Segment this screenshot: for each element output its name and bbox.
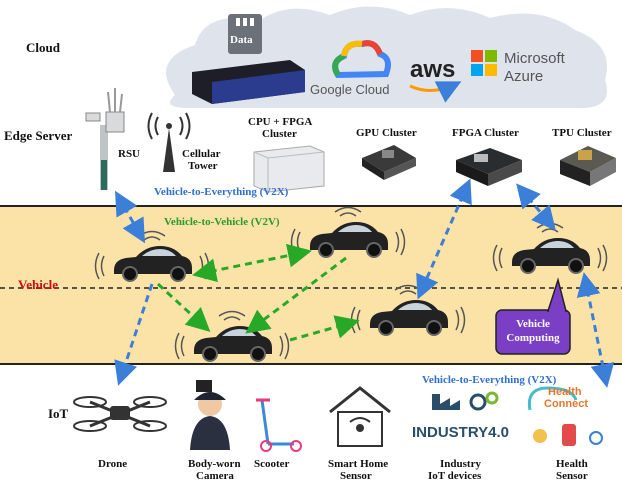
vehicle-computing-line-1: Vehicle [516,318,550,330]
google-cloud-logo-icon [332,40,391,79]
v2x-arrows [114,178,615,388]
data-server-icon [192,14,305,104]
tpu-label: TPU Cluster [552,127,612,139]
cpu-fpga-cluster-icon [253,145,325,193]
vehicle-computing-line-2: Computing [506,332,560,344]
health-sensor-icon [527,386,603,446]
camera-label-2: Camera [196,470,234,482]
body-worn-camera-icon [190,380,230,450]
fpga-label: FPGA Cluster [452,127,519,139]
health-logo-line-2: Connect [544,398,588,410]
scooter-icon [256,398,302,452]
microsoft-logo-icon [471,50,497,76]
smart-home-sensor-icon [329,386,391,447]
aws-smile-icon [409,81,462,103]
rsu-icon [85,88,125,190]
layer-label-edge: Edge Server [4,128,73,143]
cellular-tower-icon [147,112,191,172]
gpu-cluster-icon [362,145,416,180]
aws-label: aws [410,56,456,83]
tpu-cluster-icon [560,146,616,186]
azure-label: Azure [504,68,544,85]
smart-home-label-1: Smart Home [328,458,389,470]
health-label-2: Sensor [556,470,588,482]
industry-label-1: Industry [440,458,481,470]
cpu-fpga-label-2: Cluster [262,128,297,140]
tower-label-1: Cellular [182,148,221,160]
v2x-top-label: Vehicle-to-Everything (V2X) [154,186,289,198]
layer-label-cloud: Cloud [26,40,60,55]
health-label-1: Health [556,458,588,470]
scooter-label: Scooter [254,458,290,470]
industry-logo-text: INDUSTRY4.0 [412,424,509,441]
health-logo-line-1: Health [548,386,582,398]
layer-label-iot: IoT [48,406,69,421]
drone-label: Drone [98,458,128,470]
google-cloud-label: Google Cloud [310,82,390,97]
microsoft-label: Microsoft [504,50,565,67]
tower-label-2: Tower [188,160,218,172]
smart-home-label-2: Sensor [340,470,372,482]
camera-label-1: Body-worn [188,458,241,470]
fpga-cluster-icon [456,148,522,186]
drone-icon [73,396,167,432]
v2v-arrows [156,243,360,342]
rsu-label: RSU [118,148,141,160]
cpu-fpga-label-1: CPU + FPGA [248,116,313,128]
v2x-bottom-label: Vehicle-to-Everything (V2X) [422,374,557,386]
gpu-label: GPU Cluster [356,127,417,139]
layer-label-vehicle: Vehicle [18,277,58,292]
v2v-label: Vehicle-to-Vehicle (V2V) [164,216,280,228]
vehicle-computing-callout [495,277,571,355]
data-label: Data [230,34,253,46]
industry-iot-icon [432,391,499,411]
industry-label-2: IoT devices [428,470,482,482]
